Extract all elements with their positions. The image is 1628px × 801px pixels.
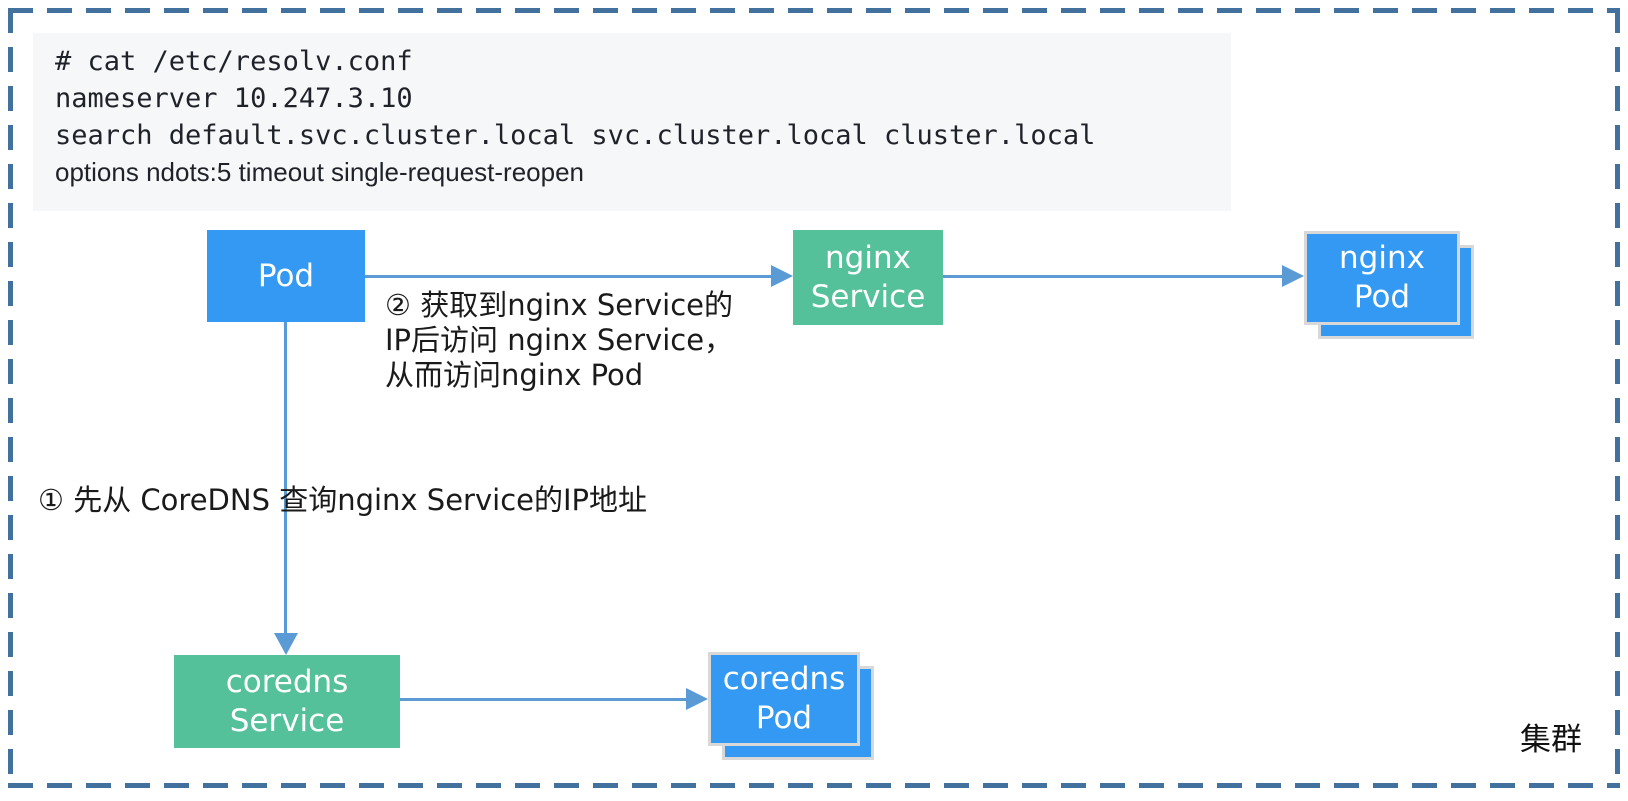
node-nginx-service: nginx Service	[793, 230, 943, 325]
annotation-step2-access-nginx: ② 获取到nginx Service的 IP后访问 nginx Service，…	[385, 288, 734, 392]
node-pod: Pod	[207, 230, 365, 322]
arrow-nginx-service-to-nginx-pod-head	[1282, 265, 1304, 287]
cluster-border-left	[8, 8, 13, 788]
arrow-pod-to-coredns-service-head	[274, 633, 298, 655]
arrow-coredns-service-to-coredns-pod-head	[686, 688, 708, 710]
node-coredns-pod: coredns Pod	[708, 652, 860, 746]
arrow-pod-to-coredns-service-line	[284, 322, 287, 633]
annotation-step1-query-coredns: ① 先从 CoreDNS 查询nginx Service的IP地址	[38, 483, 648, 517]
code-line-nameserver: nameserver 10.247.3.10	[55, 83, 413, 114]
code-line-cat-command: # cat /etc/resolv.conf	[55, 46, 413, 77]
cluster-label: 集群	[1520, 722, 1582, 758]
arrow-nginx-service-to-nginx-pod-line	[943, 275, 1282, 278]
arrow-pod-to-nginx-service-head	[771, 265, 793, 287]
node-nginx-pod: nginx Pod	[1304, 231, 1460, 325]
cluster-border-top	[8, 8, 1620, 13]
node-coredns-service: coredns Service	[174, 655, 400, 748]
cluster-border-right	[1615, 8, 1620, 788]
resolv-conf-code-block: # cat /etc/resolv.conf nameserver 10.247…	[33, 33, 1231, 211]
arrow-coredns-service-to-coredns-pod-line	[400, 698, 686, 701]
code-line-search: search default.svc.cluster.local svc.clu…	[55, 120, 1096, 151]
arrow-pod-to-nginx-service-line	[365, 275, 771, 278]
cluster-border-bottom	[8, 783, 1620, 788]
code-line-options: options ndots:5 timeout single-request-r…	[55, 157, 584, 187]
